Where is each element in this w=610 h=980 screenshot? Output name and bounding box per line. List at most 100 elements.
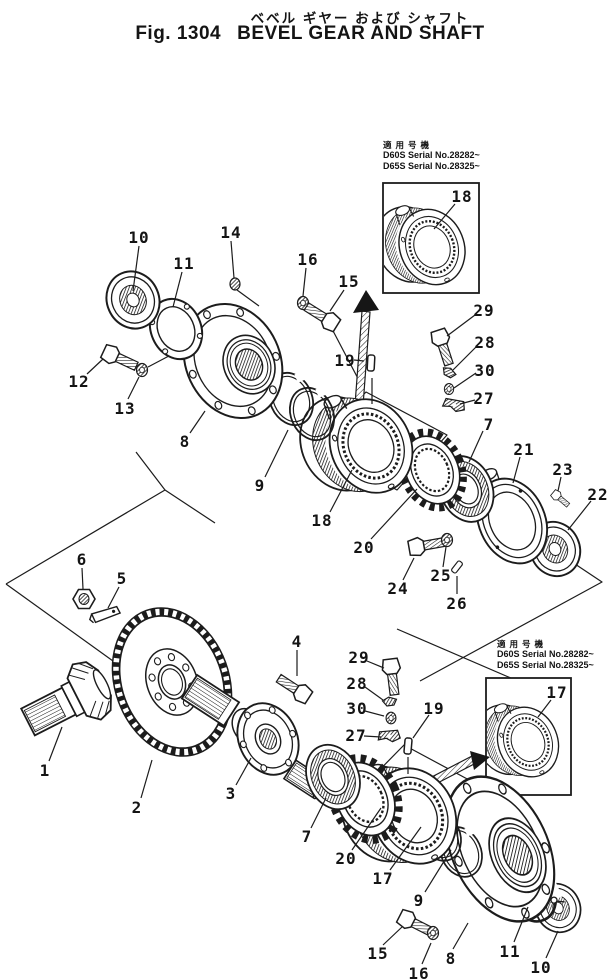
serial-note-top-machine-label: 適用号機 [383, 140, 434, 150]
callout-30: 30 [474, 361, 495, 380]
callout-leader-7 [310, 797, 327, 829]
callout-6: 6 [77, 550, 88, 569]
part-28-clip-lower [381, 694, 399, 709]
callout-leader-20 [370, 488, 418, 540]
callout-leader-8 [189, 410, 206, 434]
callout-16: 16 [297, 250, 318, 269]
serial-note-top: 適用号機 D60S Serial No.28282~ D65S Serial N… [383, 140, 480, 171]
callout-11: 11 [499, 942, 520, 961]
inset-box-part-17 [485, 677, 572, 796]
callout-15: 15 [367, 944, 388, 963]
callout-3: 3 [226, 784, 237, 803]
callout-leader-2 [140, 759, 153, 799]
callout-8: 8 [180, 432, 191, 451]
callout-29: 29 [348, 648, 369, 667]
callout-19: 19 [334, 351, 355, 370]
part-29-bolt-upper [428, 326, 459, 369]
part-6-nut [72, 588, 96, 610]
callout-26: 26 [446, 594, 467, 613]
callout-leader-11 [172, 271, 183, 308]
callout-leader-6 [81, 567, 84, 590]
callout-19: 19 [423, 699, 444, 718]
part-30-washer-upper [443, 382, 455, 396]
callout-23: 23 [552, 460, 573, 479]
part-1-bevel-pinion [19, 661, 112, 737]
callout-leader-15 [382, 926, 403, 946]
callout-10: 10 [128, 228, 149, 247]
callout-leader-27 [459, 399, 476, 405]
part-23-bolt [549, 488, 572, 510]
callout-leader-10 [132, 245, 140, 292]
callout-17: 17 [546, 683, 567, 702]
callout-24: 24 [387, 579, 408, 598]
callout-leader-16 [302, 267, 307, 297]
callout-10: 10 [530, 958, 551, 977]
callout-leader-8 [452, 922, 469, 950]
part-24-bolt [406, 532, 447, 558]
callout-25: 25 [430, 566, 451, 585]
figure-heading: BEVEL GEAR AND SHAFT [237, 23, 485, 44]
callout-leader-30 [364, 710, 385, 717]
part-2-bevel-gear [111, 607, 233, 757]
callout-14: 14 [220, 223, 241, 242]
serial-note-bottom: 適用号機 D60S Serial No.28282~ D65S Serial N… [497, 639, 594, 670]
callout-leader-23 [557, 476, 562, 492]
part-3-gear-shaft [180, 673, 328, 800]
callout-20: 20 [353, 538, 374, 557]
serial-note-top-line-2: D65S Serial No.28325~ [383, 160, 480, 171]
part-19-pin-lower [403, 736, 413, 756]
callout-leader-21 [512, 456, 521, 484]
callout-29: 29 [473, 301, 494, 320]
callout-leader-14 [230, 240, 235, 279]
part-26-pin [450, 559, 464, 575]
callout-4: 4 [292, 632, 303, 651]
part-25-washer [440, 532, 454, 548]
callout-leader-17 [537, 699, 552, 718]
callout-leader-10 [545, 930, 559, 959]
page-title-japanese: ベベル ギヤー および シャフト [250, 11, 470, 26]
part-14-plug [229, 277, 241, 291]
callout-13: 13 [114, 399, 135, 418]
serial-note-bottom-machine-label: 適用号機 [497, 639, 548, 649]
part-30-washer-lower [385, 711, 397, 725]
callout-leader-19 [412, 714, 430, 739]
callout-leader-18 [329, 469, 353, 513]
part-16-washer-lower [426, 925, 440, 941]
callout-leader-19 [353, 359, 365, 362]
part-27-lock-lower [377, 729, 402, 744]
callout-1: 1 [40, 761, 51, 780]
callout-leader-29 [366, 660, 385, 669]
callout-18: 18 [451, 187, 472, 206]
callout-8: 8 [446, 949, 457, 968]
part-21-cage [475, 468, 549, 565]
callout-12: 12 [68, 372, 89, 391]
serial-note-top-line-1: D60S Serial No.28282~ [383, 150, 480, 160]
callout-leader-3 [235, 757, 252, 786]
callout-leader-9 [264, 429, 289, 478]
callout-2: 2 [132, 798, 143, 817]
callout-22: 22 [587, 485, 608, 504]
callout-15: 15 [338, 272, 359, 291]
callout-leader-12 [86, 358, 104, 375]
callout-27: 27 [473, 389, 494, 408]
callout-16: 16 [408, 964, 429, 980]
callout-11: 11 [173, 254, 194, 273]
callout-30: 30 [346, 699, 367, 718]
callout-leader-30 [453, 372, 477, 389]
callout-leader-9 [424, 849, 452, 893]
callout-leader-25 [442, 546, 447, 568]
serial-note-bottom-line-1: D60S Serial No.28282~ [497, 649, 594, 659]
callout-leader-27 [363, 735, 382, 738]
callout-leader-5 [107, 586, 120, 609]
callout-leader-15 [329, 289, 345, 312]
callout-9: 9 [414, 891, 425, 910]
callout-9: 9 [255, 476, 266, 495]
callout-leader-7 [468, 430, 484, 463]
callout-28: 28 [346, 674, 367, 693]
callout-leader-16 [421, 942, 432, 965]
part-12-bolt [99, 342, 141, 376]
callout-leader-28 [452, 346, 477, 371]
callout-18: 18 [311, 511, 332, 530]
callout-leader-14 [236, 289, 260, 307]
